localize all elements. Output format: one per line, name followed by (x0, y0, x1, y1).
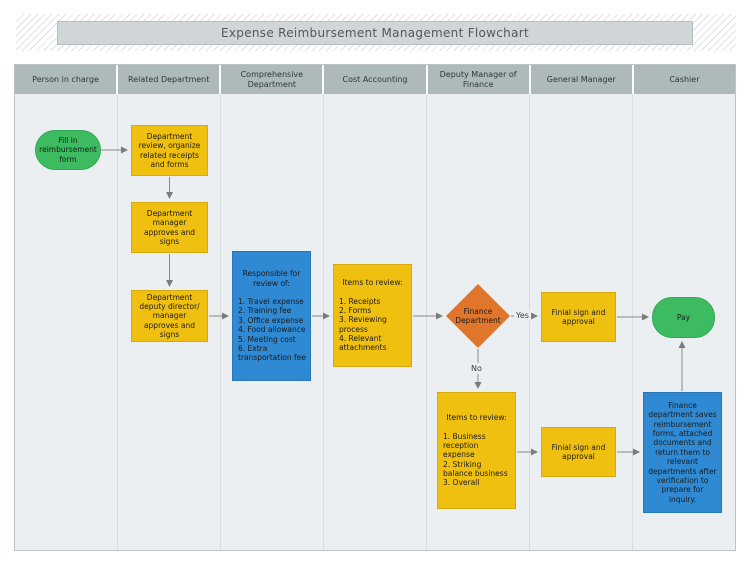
lane-body-deputy-manager-of-finance (427, 94, 530, 550)
edge-label-yes: Yes (514, 310, 531, 321)
final-sign-top-node: Finial sign and approval (541, 292, 616, 342)
lane-body-person-in-charge (15, 94, 118, 550)
comprehensive-review-node: Responsible for review of: 1. Travel exp… (232, 251, 311, 381)
lane-body-cost-accounting (324, 94, 427, 550)
diagram-title: Expense Reimbursement Management Flowcha… (57, 21, 693, 45)
comprehensive-review-heading: Responsible for review of: (242, 269, 301, 288)
cost-items-node: Items to review: 1. Receipts 2. Forms 3.… (333, 264, 412, 367)
lane-header-related-department: Related Department (118, 65, 222, 94)
deputy-items-heading: Items to review: (446, 413, 507, 423)
cost-items-heading: Items to review: (342, 278, 403, 288)
dept-manager-approve-node: Department manager approves and signs (131, 202, 208, 253)
lane-body-general-manager (530, 94, 633, 550)
lane-header-person-in-charge: Person in charge (15, 65, 119, 94)
lane-header-cost-accounting: Cost Accounting (324, 65, 428, 94)
dept-deputy-approve-node: Department deputy director/ manager appr… (131, 290, 208, 342)
lane-header-comprehensive-department: Comprehensive Department (221, 65, 325, 94)
comprehensive-review-items: 1. Travel expense 2. Training fee 3. Off… (238, 297, 306, 363)
lane-header-row: Person in charge Related Department Comp… (15, 65, 735, 94)
lane-header-cashier: Cashier (669, 74, 700, 84)
lane-body-related-department (118, 94, 221, 550)
deputy-items-list: 1. Business reception expense 2. Strikin… (443, 431, 508, 488)
dept-review-node: Department review, organize related rece… (131, 125, 208, 176)
lane-header-general-manager: General Manager (531, 65, 634, 94)
final-sign-bottom-node: Finial sign and approval (541, 427, 616, 477)
edge-label-no: No (469, 363, 484, 374)
cashier-save-node: Finance department saves reimbursement f… (643, 392, 722, 513)
lane-header-deputy-manager-of-finance: Deputy Manager of Finance (428, 65, 531, 94)
lane-body-comprehensive-department (221, 94, 324, 550)
cost-items-list: 1. Receipts 2. Forms 3. Reviewing proces… (339, 296, 387, 353)
deputy-items-node: Items to review: 1. Business reception e… (437, 392, 516, 509)
title-band: Expense Reimbursement Management Flowcha… (16, 14, 736, 51)
start-node: Fill in reimbursement form (35, 130, 101, 170)
lane-body-row (15, 94, 735, 550)
pay-node: Pay (652, 297, 715, 338)
